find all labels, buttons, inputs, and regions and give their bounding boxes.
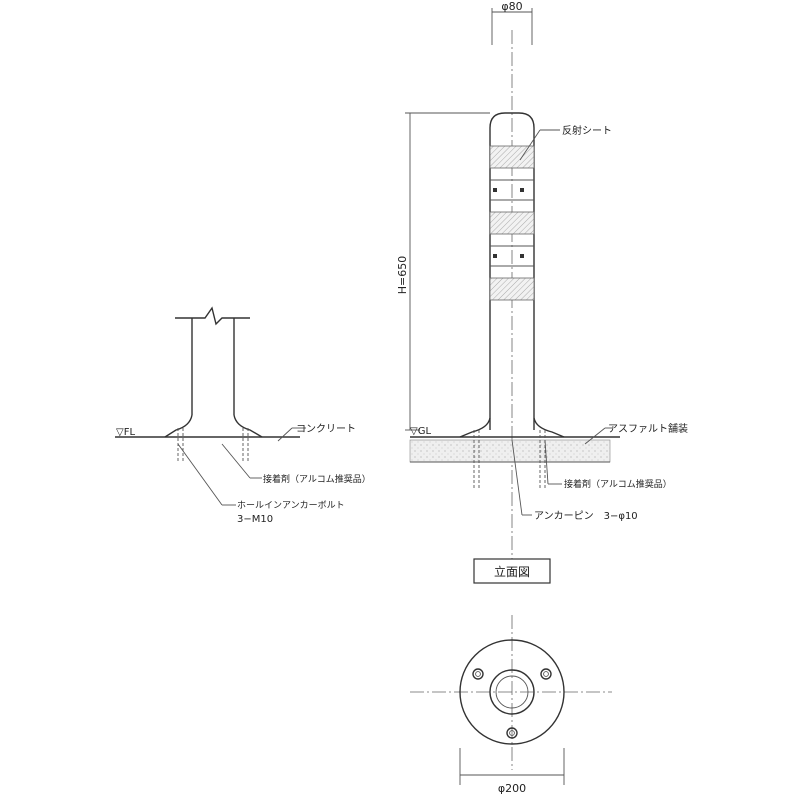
svg-text:3−M10: 3−M10 — [237, 514, 273, 525]
post-section-outer — [489, 669, 535, 715]
asphalt-callout: アスファルト舗装 — [584, 422, 688, 445]
fl-label: ▽FL — [116, 427, 135, 438]
adhesive-right-callout: 接着剤（アルコム推奨品） — [544, 439, 672, 490]
svg-text:接着剤（アルコム推奨品）: 接着剤（アルコム推奨品） — [263, 473, 371, 485]
anchor-bolt-callout: ホールインアンカーボルト 3−M10 — [177, 443, 345, 525]
concrete-post-flange — [164, 414, 263, 438]
elevation-title: 立面図 — [494, 564, 530, 579]
svg-text:アスファルト舗装: アスファルト舗装 — [608, 422, 688, 435]
anchor-holes — [472, 668, 552, 739]
svg-text:コンクリート: コンクリート — [296, 423, 356, 435]
concrete-callout: コンクリート — [277, 423, 356, 442]
dim-top-text: φ80 — [501, 0, 522, 13]
dim-height: H=650 — [396, 112, 490, 431]
svg-text:接着剤（アルコム推奨品）: 接着剤（アルコム推奨品） — [564, 478, 672, 490]
post-base-flange — [459, 417, 565, 438]
gl-label: ▽GL — [410, 426, 431, 437]
dim-height-text: H=650 — [396, 256, 409, 294]
plan-view: φ200 — [410, 615, 612, 795]
elevation-title-box — [473, 558, 551, 584]
svg-text:ホールインアンカーボルト: ホールインアンカーボルト — [237, 500, 345, 511]
asphalt-layer — [409, 439, 611, 463]
post-section-inner — [495, 675, 529, 709]
svg-text:アンカーピン 3−φ10: アンカーピン 3−φ10 — [534, 510, 638, 522]
break-line — [175, 306, 250, 326]
svg-text:反射シート: 反射シート — [562, 125, 612, 137]
anchor-bolts — [177, 428, 249, 462]
dim-base-diameter: φ200 — [459, 748, 565, 795]
concrete-install-view: ▽FL コンクリート 接着剤（アルコム推奨品） ホールインアンカーボルト 3−M… — [115, 306, 371, 525]
dim-base-text: φ200 — [498, 782, 526, 795]
anchor-pin-callout: アンカーピン 3−φ10 — [511, 439, 638, 522]
dim-top-diameter: φ80 — [491, 0, 533, 45]
reflective-sheet-callout: 反射シート — [519, 125, 612, 161]
reflective-bands — [489, 145, 535, 301]
post-body — [489, 112, 535, 430]
elevation-view: φ80 H=650 反射シート — [396, 0, 688, 584]
adhesive-left-callout: 接着剤（アルコム推奨品） — [221, 443, 371, 485]
base-plate-outline — [459, 639, 565, 745]
